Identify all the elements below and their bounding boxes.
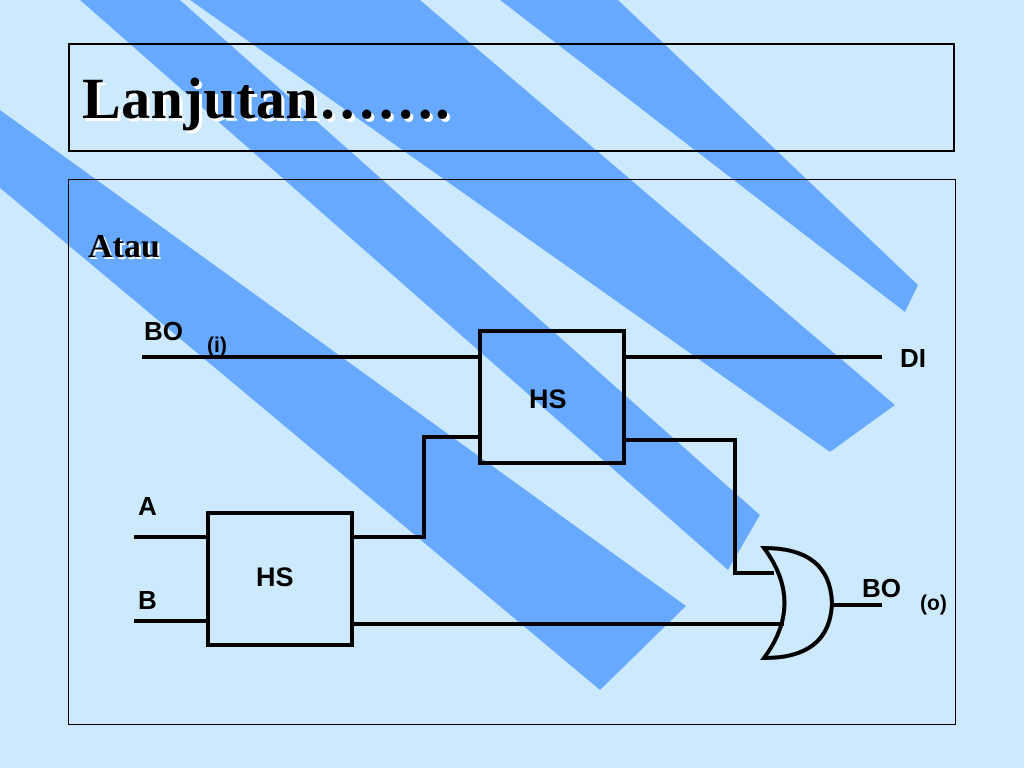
label-bo-output-sub: (o) <box>920 592 947 615</box>
label-di: DI <box>900 343 926 373</box>
label-bo-input: BO <box>144 316 183 346</box>
block-label-bottom: HS <box>256 562 294 592</box>
half-subtractor-bottom <box>206 511 354 647</box>
label-bo-input-sub: (i) <box>207 334 227 357</box>
label-a: A <box>138 491 157 521</box>
stripe <box>0 110 686 690</box>
block-label-top: HS <box>529 384 567 414</box>
stripe <box>80 0 760 570</box>
wire-hs-top-to-or <box>622 438 774 575</box>
stripe <box>500 0 918 312</box>
label-b: B <box>138 585 157 615</box>
slide-title: Lanjutan……. <box>82 66 451 131</box>
content-frame <box>68 179 956 725</box>
label-bo-output: BO <box>862 573 901 603</box>
slide-subtitle: Atau <box>88 228 160 265</box>
or-gate <box>760 545 835 661</box>
wire-hs-bottom-to-top <box>350 435 482 539</box>
half-subtractor-top <box>478 329 626 465</box>
title-frame: Lanjutan……. <box>68 43 955 152</box>
stripe <box>190 0 895 452</box>
